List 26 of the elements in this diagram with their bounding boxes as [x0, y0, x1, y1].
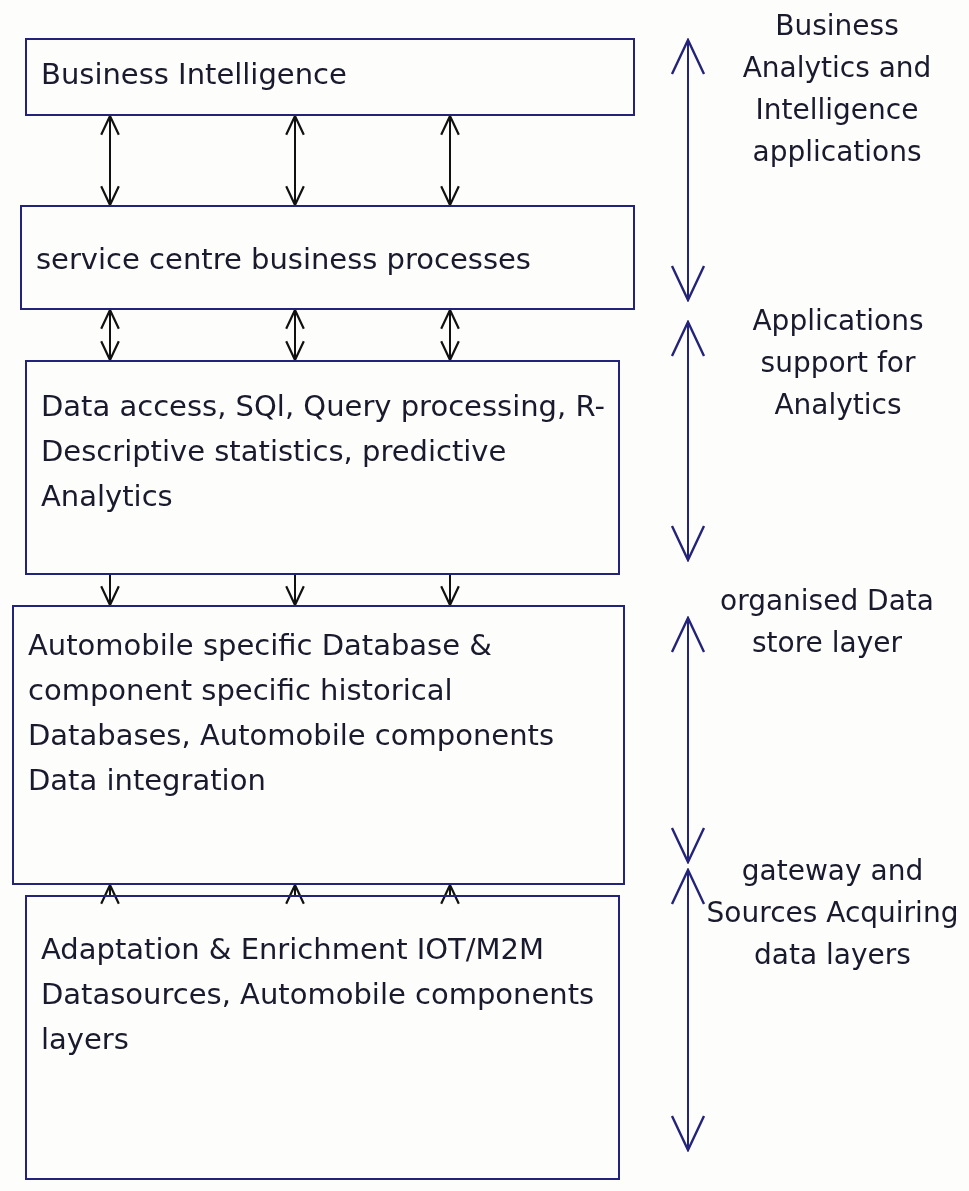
layer-box: [25, 895, 620, 1180]
layer-caption: Business Analytics and Intelligence applications: [741, 8, 933, 170]
arrow: [100, 883, 120, 905]
layer-box: [12, 605, 625, 885]
layer-text: Business Intelligence: [41, 56, 348, 93]
layer-caption: gateway and Sources Acquiring data layers: [705, 853, 960, 973]
arrow: [440, 883, 460, 905]
layer-box: [20, 205, 635, 310]
layer-text: Adaptation & Enrichment IOT/M2M Datasources, Automobile components layers: [41, 931, 596, 1058]
layer-text: service centre business processes: [36, 241, 532, 278]
layer-box: [25, 38, 635, 116]
layer-caption: organised Data store layer: [719, 583, 935, 661]
arrow: [285, 574, 305, 607]
arrow: [100, 574, 120, 607]
layer-box: [25, 360, 620, 575]
arrow: [440, 574, 460, 607]
layer-caption: Applications support for Analytics: [751, 303, 925, 423]
layer-text: Automobile specific Database & component specific historical Databases, Automobile components Data integration: [28, 627, 555, 799]
arrow: [285, 308, 305, 362]
arrow: [285, 883, 305, 905]
layer-text: Data access, SQl, Query processing, R-Descriptive statistics, predictive Analytics: [41, 388, 606, 515]
arrow: [440, 308, 460, 362]
arrow: [440, 114, 460, 207]
arrow: [100, 114, 120, 207]
arrow: [285, 114, 305, 207]
arrow: [100, 308, 120, 362]
